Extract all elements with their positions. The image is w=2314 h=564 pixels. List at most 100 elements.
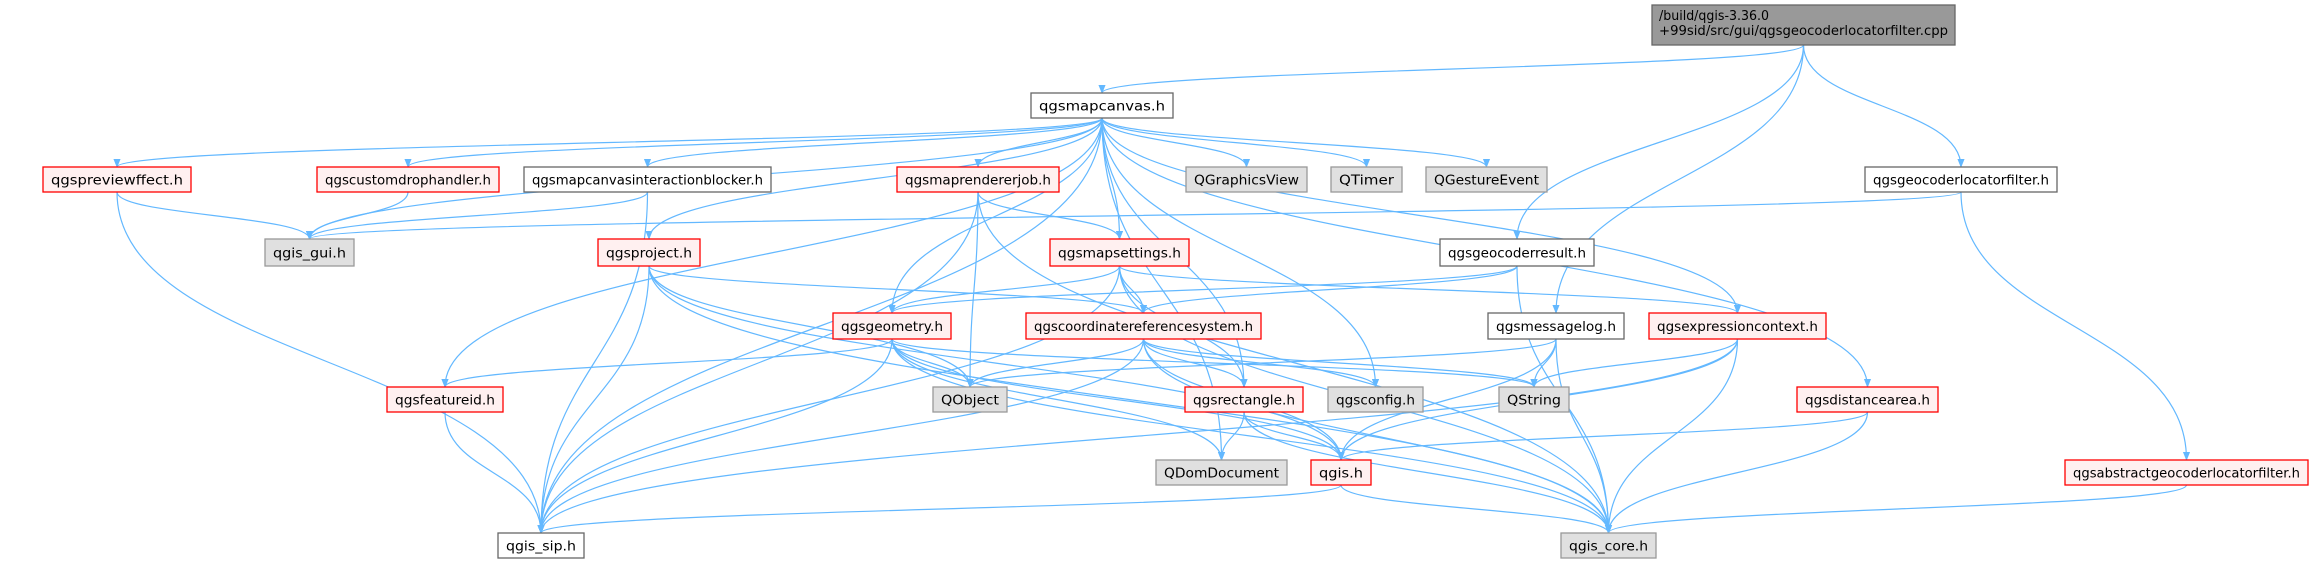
edge-mapcanvas-to-qgis_sip xyxy=(537,117,1103,534)
node-box xyxy=(1864,166,2058,193)
edge-mapsettings-to-exprcontext xyxy=(1118,265,1741,314)
node-label: qgsexpressioncontext.h xyxy=(1657,320,1818,335)
edge-geometry-to-qgis_core xyxy=(891,338,1613,534)
node-label: QDomDocument xyxy=(1164,467,1279,482)
node-label: qgscustomdrophandler.h xyxy=(325,174,491,189)
node-label: qgsmapsettings.h xyxy=(1058,247,1181,262)
node-box xyxy=(1487,312,1625,340)
edge-rendererjob-to-qgis_core xyxy=(977,191,1613,534)
node-label: QObject xyxy=(941,394,999,409)
node-qobject[interactable]: QObject xyxy=(932,386,1008,413)
node-exprcontext[interactable]: qgsexpressioncontext.h xyxy=(1648,312,1827,340)
node-label: qgsconfig.h xyxy=(1336,394,1415,409)
edge-crs-to-qgis_core xyxy=(1142,338,1613,534)
edge-mapcanvas-to-config xyxy=(1101,117,1380,388)
node-box xyxy=(1310,459,1372,486)
node-box xyxy=(316,166,500,193)
node-locatorfilter[interactable]: qgsgeocoderlocatorfilter.h xyxy=(1864,166,2058,193)
edge-geometry-to-qgis_sip xyxy=(537,338,893,534)
edge-root-to-messagelog xyxy=(1552,44,1805,314)
edge-distancearea-to-qgis_core xyxy=(1604,411,1869,534)
edge-root-to-mapcanvas xyxy=(1098,44,1805,94)
node-root[interactable]: /build/qgis-3.36.0+99sid/src/gui/qgsgeoc… xyxy=(1651,4,1956,46)
node-qgestureevent[interactable]: QGestureEvent xyxy=(1425,166,1548,193)
node-box xyxy=(932,386,1008,413)
edge-project-to-crs xyxy=(648,265,1147,314)
node-box xyxy=(832,312,952,340)
node-box xyxy=(523,166,772,193)
node-box xyxy=(42,166,192,193)
edge-previeweffect-to-qgis_gui xyxy=(116,191,314,240)
node-qgis_sip[interactable]: qgis_sip.h xyxy=(497,532,585,559)
edge-crs-to-rectangle xyxy=(1142,338,1248,388)
edge-project-to-qobject xyxy=(648,265,974,388)
edge-mapcanvas-to-project xyxy=(645,117,1103,240)
edge-qgis-to-qgis_sip xyxy=(537,484,1342,534)
node-label: QGraphicsView xyxy=(1194,174,1299,189)
node-qgis_core[interactable]: qgis_core.h xyxy=(1560,532,1657,559)
edge-mapcanvas-to-geometry xyxy=(888,117,1103,314)
node-messagelog[interactable]: qgsmessagelog.h xyxy=(1487,312,1625,340)
node-label: qgis_core.h xyxy=(1569,540,1648,555)
node-blocker[interactable]: qgsmapcanvasinteractionblocker.h xyxy=(523,166,772,193)
edge-rendererjob-to-qgis_sip xyxy=(537,191,979,534)
node-rendererjob[interactable]: qgsmaprendererjob.h xyxy=(896,166,1060,193)
edge-exprcontext-to-qstring xyxy=(1530,338,1739,388)
node-qstring[interactable]: QString xyxy=(1498,386,1570,413)
edge-rendererjob-to-qobject xyxy=(966,191,979,388)
edge-rendererjob-to-mapsettings xyxy=(977,191,1124,240)
node-geometry[interactable]: qgsgeometry.h xyxy=(832,312,952,340)
node-qgis_gui[interactable]: qgis_gui.h xyxy=(264,238,355,267)
edge-geocoderresult-to-crs xyxy=(1140,265,1518,314)
node-label: qgsmessagelog.h xyxy=(1496,320,1616,335)
edge-crs-to-qobject xyxy=(966,338,1145,388)
node-label: qgsgeocoderresult.h xyxy=(1448,247,1586,262)
edge-mapcanvas-to-previeweffect xyxy=(113,117,1103,168)
node-label: qgsproject.h xyxy=(606,247,692,262)
node-box xyxy=(1425,166,1548,193)
node-qgis[interactable]: qgis.h xyxy=(1310,459,1372,486)
node-label: qgspreviewffect.h xyxy=(51,174,183,189)
edge-geometry-to-qdomdocument xyxy=(891,338,1226,461)
edge-customdrop-to-qgis_gui xyxy=(305,191,409,240)
node-previeweffect[interactable]: qgspreviewffect.h xyxy=(42,166,192,193)
node-config[interactable]: qgsconfig.h xyxy=(1327,386,1424,413)
node-box xyxy=(896,166,1060,193)
node-label: qgis_sip.h xyxy=(506,540,576,555)
edge-crs-to-qgis_sip xyxy=(537,338,1145,534)
node-label: qgsabstractgeocoderlocatorfilter.h xyxy=(2073,467,2300,482)
edge-geometry-to-qgis xyxy=(891,338,1345,461)
edge-project-to-qgis xyxy=(648,265,1345,461)
node-label: qgsgeocoderlocatorfilter.h xyxy=(1873,174,2049,189)
edge-messagelog-to-qobject xyxy=(966,338,1557,388)
node-rectangle[interactable]: qgsrectangle.h xyxy=(1184,386,1304,413)
node-qgraphicsview[interactable]: QGraphicsView xyxy=(1185,166,1308,193)
edge-abstractlocator-to-qgis_core xyxy=(1605,484,2188,534)
node-distancearea[interactable]: qgsdistancearea.h xyxy=(1796,386,1939,413)
node-mapsettings[interactable]: qgsmapsettings.h xyxy=(1049,238,1190,267)
edge-featureid-to-qgis_sip xyxy=(444,411,545,534)
node-customdrop[interactable]: qgscustomdrophandler.h xyxy=(316,166,500,193)
edge-rectangle-to-qgis_core xyxy=(1243,411,1613,534)
node-geocoderresult[interactable]: qgsgeocoderresult.h xyxy=(1439,238,1595,267)
node-qtimer[interactable]: QTimer xyxy=(1330,166,1403,193)
node-box xyxy=(1025,312,1262,340)
edge-qgis-to-qgis_core xyxy=(1340,484,1613,534)
node-mapcanvas[interactable]: qgsmapcanvas.h xyxy=(1030,92,1174,119)
node-project[interactable]: qgsproject.h xyxy=(597,238,701,267)
node-label: QString xyxy=(1507,394,1561,409)
edge-geometry-to-featureid xyxy=(441,338,893,388)
edge-mapsettings-to-geometry xyxy=(888,265,1121,314)
node-abstractlocator[interactable]: qgsabstractgeocoderlocatorfilter.h xyxy=(2064,459,2309,486)
edge-mapcanvas-to-customdrop xyxy=(404,117,1103,168)
node-box xyxy=(2064,459,2309,486)
node-qdomdocument[interactable]: QDomDocument xyxy=(1155,459,1288,486)
node-box xyxy=(1439,238,1595,267)
edge-mapcanvas-to-qtimer xyxy=(1101,117,1371,168)
node-crs[interactable]: qgscoordinatereferencesystem.h xyxy=(1025,312,1262,340)
node-featureid[interactable]: qgsfeatureid.h xyxy=(386,386,504,413)
edge-root-to-locatorfilter xyxy=(1802,44,1965,168)
node-label: qgsrectangle.h xyxy=(1193,394,1295,409)
node-box xyxy=(1030,92,1174,119)
